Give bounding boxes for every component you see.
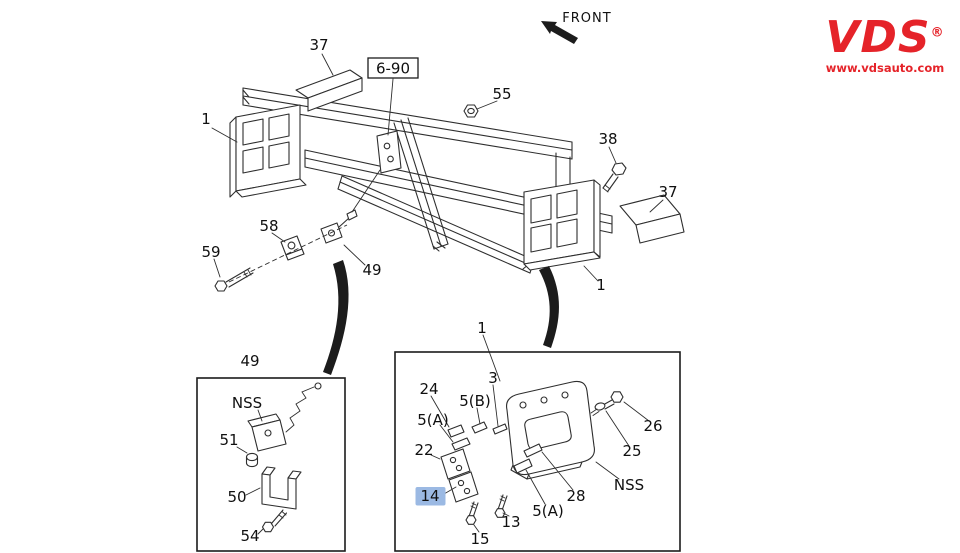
part-step-bracket-right: [619, 194, 685, 244]
callout-59[interactable]: 59: [201, 243, 220, 261]
section-reference-box[interactable]: [367, 57, 419, 79]
callout-37-top[interactable]: 37: [309, 36, 328, 54]
part-end-bracket-left: [229, 104, 307, 198]
callout-54[interactable]: 54: [240, 527, 259, 545]
part-grommet-51: [245, 452, 259, 468]
front-direction-arrow: [541, 21, 578, 44]
part-step-bracket-top: [295, 69, 363, 112]
part-bolt-15: [465, 501, 479, 525]
part-clip-58: [280, 235, 305, 261]
callout-58[interactable]: 58: [259, 217, 278, 235]
part-bolt-26-washer-25: [590, 391, 624, 416]
zoom-sweep-left: [323, 260, 349, 375]
inset-box-left: [196, 377, 346, 552]
left-inset-nss-label: NSS: [232, 394, 262, 412]
callout-50[interactable]: 50: [227, 488, 246, 506]
part-bracket-6-90: [376, 130, 402, 174]
inset-box-right: [394, 351, 681, 552]
part-bolt-59: [214, 267, 254, 292]
frame-crossmember: [393, 117, 449, 252]
front-label: FRONT: [562, 11, 611, 26]
callout-49[interactable]: 49: [362, 261, 381, 279]
callout-5a-lower[interactable]: 5(A): [532, 502, 564, 520]
part-nut-55: [463, 104, 479, 118]
callout-3[interactable]: 3: [488, 369, 498, 387]
callout-13[interactable]: 13: [501, 513, 520, 531]
callout-51[interactable]: 51: [219, 431, 238, 449]
callout-14-highlight[interactable]: [415, 487, 446, 506]
part-bolt-54: [261, 509, 288, 533]
callout-37-right[interactable]: 37: [658, 183, 677, 201]
callout-28[interactable]: 28: [566, 487, 585, 505]
main-callout-leaders: [211, 53, 664, 382]
callout-14[interactable]: 14: [420, 487, 439, 505]
assembly-axis-line: [228, 224, 348, 283]
part-bolt-13: [494, 494, 508, 518]
right-inset-leaders: [430, 384, 650, 533]
callout-22[interactable]: 22: [414, 441, 433, 459]
part-bracket-50: [261, 466, 302, 510]
vds-logo-name: VDS: [825, 12, 931, 63]
vds-logo: VDS® www.vdsauto.com: [820, 16, 950, 76]
callout-1-right[interactable]: 1: [596, 276, 606, 294]
callout-55[interactable]: 55: [492, 85, 511, 103]
callout-1-inset[interactable]: 1: [477, 319, 487, 337]
callout-26[interactable]: 26: [643, 417, 662, 435]
part-sensor-49: [320, 169, 381, 244]
callout-38[interactable]: 38: [598, 130, 617, 148]
callout-25[interactable]: 25: [622, 442, 641, 460]
part-end-bracket-right: [523, 179, 601, 271]
left-inset-title-49[interactable]: 49: [240, 352, 259, 370]
callout-5b[interactable]: 5(B): [459, 392, 491, 410]
vds-logo-website: www.vdsauto.com: [825, 61, 945, 75]
right-inset-nss-label: NSS: [614, 476, 644, 494]
zoom-sweep-right: [539, 266, 559, 348]
section-reference-label[interactable]: 6-90: [376, 60, 410, 78]
part-shims-and-plates: [440, 421, 543, 503]
frame-diagonal-rail: [337, 175, 535, 274]
registered-mark: ®: [930, 25, 945, 41]
callout-24[interactable]: 24: [419, 380, 438, 398]
part-bolt-38: [602, 162, 627, 193]
callout-5a-upper[interactable]: 5(A): [417, 411, 449, 429]
part-sensor-assembly-nss: [247, 382, 322, 452]
vds-logo-text: VDS®: [820, 16, 950, 60]
callout-1-left[interactable]: 1: [201, 110, 211, 128]
callout-15[interactable]: 15: [470, 530, 489, 548]
left-inset-leaders: [236, 409, 264, 535]
